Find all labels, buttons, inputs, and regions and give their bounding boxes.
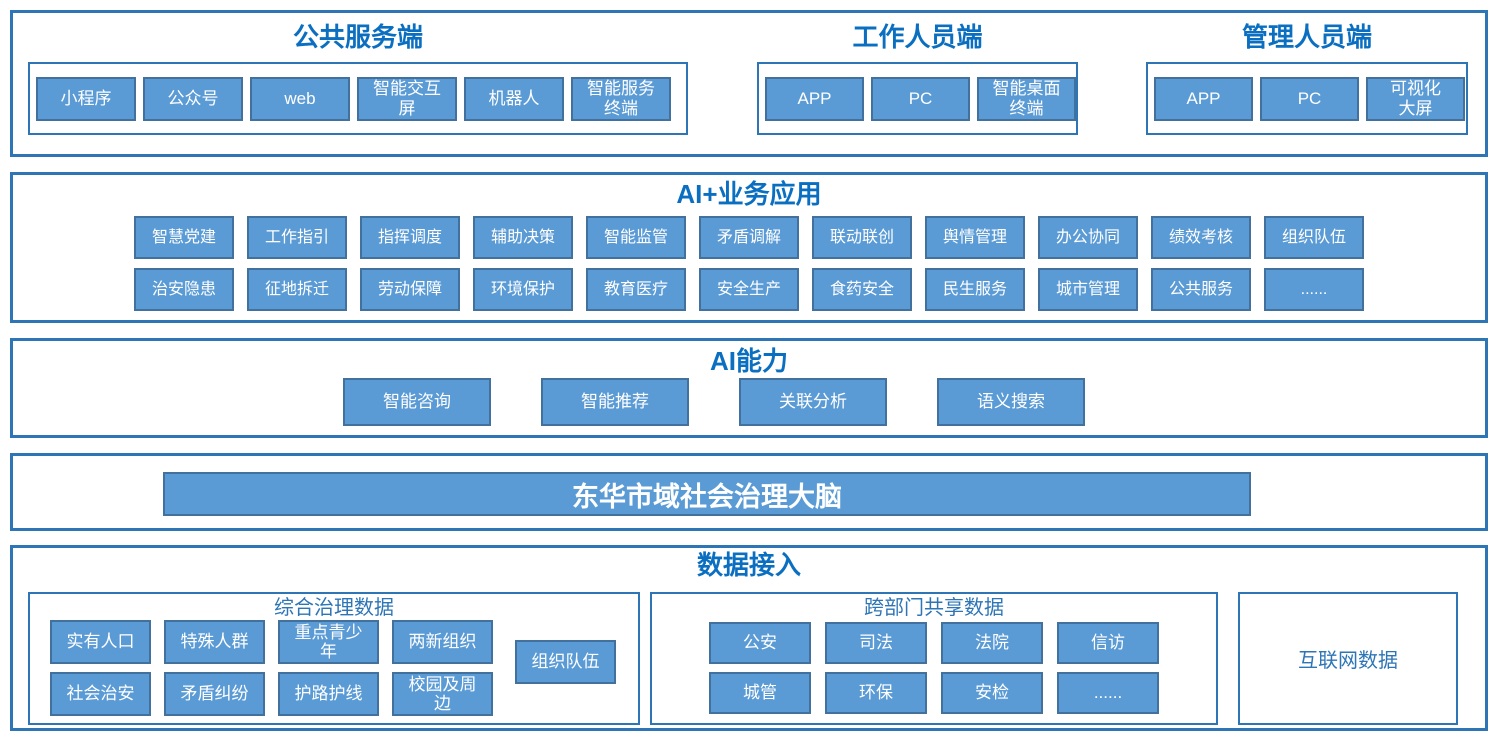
business-apps-row1: 智慧党建 工作指引 指挥调度 辅助决策 智能监管 矛盾调解 联动联创 舆情管理 … <box>13 216 1485 259</box>
public-service-title: 公共服务端 <box>292 22 423 52</box>
app-chip: ...... <box>1264 268 1364 311</box>
app-chip: 辅助决策 <box>473 216 573 259</box>
governance-data-row2: 社会治安 矛盾纠纷 护路护线 校园及周 边 <box>50 672 493 716</box>
data-chip: 信访 <box>1057 622 1159 664</box>
business-apps-band: AI+业务应用 智慧党建 工作指引 指挥调度 辅助决策 智能监管 矛盾调解 联动… <box>10 172 1488 323</box>
app-chip: 民生服务 <box>925 268 1025 311</box>
internet-data-group: 互联网数据 <box>1238 592 1458 725</box>
app-chip: 办公协同 <box>1038 216 1138 259</box>
data-chip: 环保 <box>825 672 927 714</box>
data-chip: 校园及周 边 <box>392 672 493 716</box>
data-chip: 两新组织 <box>392 620 493 664</box>
app-chip: 劳动保障 <box>360 268 460 311</box>
app-chip: 教育医疗 <box>586 268 686 311</box>
business-apps-title: AI+业务应用 <box>676 179 822 209</box>
governance-data-title: 综合治理数据 <box>274 597 394 619</box>
cross-dept-row2: 城管 环保 安检 ...... <box>652 672 1216 714</box>
internet-data-title: 互联网数据 <box>1298 650 1398 672</box>
terminal-chip: PC <box>1260 76 1359 121</box>
data-access-title: 数据接入 <box>696 550 801 580</box>
app-chip: 征地拆迁 <box>247 268 347 311</box>
app-chip: 智能监管 <box>586 216 686 259</box>
staff-title: 工作人员端 <box>852 22 983 52</box>
capability-chip: 语义搜索 <box>937 378 1085 426</box>
terminal-chip: PC <box>871 76 970 121</box>
data-chip: 城管 <box>709 672 811 714</box>
data-chip: 司法 <box>825 622 927 664</box>
data-chip: 公安 <box>709 622 811 664</box>
terminal-chip: web <box>250 76 350 121</box>
app-chip: 指挥调度 <box>360 216 460 259</box>
ai-capability-title: AI能力 <box>709 346 788 376</box>
app-chip: 环境保护 <box>473 268 573 311</box>
app-chip: 绩效考核 <box>1151 216 1251 259</box>
app-chip: 安全生产 <box>699 268 799 311</box>
app-chip: 舆情管理 <box>925 216 1025 259</box>
terminals-band: 公共服务端 小程序 公众号 web 智能交互 屏 机器人 智能服务 终端 工作人… <box>10 10 1488 157</box>
data-chip: 矛盾纠纷 <box>164 672 265 716</box>
data-chip: 重点青少 年 <box>278 620 379 664</box>
ai-capability-row: 智能咨询 智能推荐 关联分析 语义搜索 <box>13 378 1485 426</box>
app-chip: 组织队伍 <box>1264 216 1364 259</box>
app-chip: 城市管理 <box>1038 268 1138 311</box>
staff-section: 工作人员端 APP PC 智能桌面 终端 <box>757 22 1078 135</box>
ai-capability-band: AI能力 智能咨询 智能推荐 关联分析 语义搜索 <box>10 338 1488 438</box>
governance-data-group: 综合治理数据 实有人口 特殊人群 重点青少 年 两新组织 组织队伍 社会治安 矛… <box>28 592 640 725</box>
app-chip: 治安隐患 <box>134 268 234 311</box>
terminal-chip: 公众号 <box>143 76 243 121</box>
terminal-chip: APP <box>1154 76 1253 121</box>
public-service-box: 小程序 公众号 web 智能交互 屏 机器人 智能服务 终端 <box>28 62 688 135</box>
capability-chip: 关联分析 <box>739 378 887 426</box>
manager-box: APP PC 可视化 大屏 <box>1146 62 1468 135</box>
app-chip: 联动联创 <box>812 216 912 259</box>
governance-data-row1: 实有人口 特殊人群 重点青少 年 两新组织 <box>50 620 493 664</box>
app-chip: 公共服务 <box>1151 268 1251 311</box>
app-chip: 工作指引 <box>247 216 347 259</box>
terminal-chip: APP <box>765 76 864 121</box>
app-chip: 智慧党建 <box>134 216 234 259</box>
data-chip: ...... <box>1057 672 1159 714</box>
cross-dept-data-group: 跨部门共享数据 公安 司法 法院 信访 城管 环保 安检 ...... <box>650 592 1218 725</box>
brain-bar: 东华市域社会治理大脑 <box>163 472 1251 516</box>
data-chip: 社会治安 <box>50 672 151 716</box>
cross-dept-data-title: 跨部门共享数据 <box>864 597 1004 619</box>
terminal-chip: 机器人 <box>464 76 564 121</box>
manager-section: 管理人员端 APP PC 可视化 大屏 <box>1146 22 1468 135</box>
terminal-chip: 智能服务 终端 <box>571 76 671 121</box>
data-chip: 安检 <box>941 672 1043 714</box>
business-apps-row2: 治安隐患 征地拆迁 劳动保障 环境保护 教育医疗 安全生产 食药安全 民生服务 … <box>13 268 1485 311</box>
terminal-chip: 智能桌面 终端 <box>977 76 1076 121</box>
capability-chip: 智能推荐 <box>541 378 689 426</box>
data-chip: 特殊人群 <box>164 620 265 664</box>
data-chip: 实有人口 <box>50 620 151 664</box>
public-service-section: 公共服务端 小程序 公众号 web 智能交互 屏 机器人 智能服务 终端 <box>28 22 688 135</box>
data-chip: 护路护线 <box>278 672 379 716</box>
cross-dept-row1: 公安 司法 法院 信访 <box>652 622 1216 664</box>
app-chip: 矛盾调解 <box>699 216 799 259</box>
terminal-chip: 可视化 大屏 <box>1366 76 1465 121</box>
staff-box: APP PC 智能桌面 终端 <box>757 62 1078 135</box>
manager-title: 管理人员端 <box>1241 22 1372 52</box>
app-chip: 食药安全 <box>812 268 912 311</box>
capability-chip: 智能咨询 <box>343 378 491 426</box>
data-chip: 组织队伍 <box>515 640 616 684</box>
data-access-band: 数据接入 综合治理数据 实有人口 特殊人群 重点青少 年 两新组织 组织队伍 社… <box>10 545 1488 731</box>
brain-band: 东华市域社会治理大脑 <box>10 453 1488 531</box>
terminal-chip: 小程序 <box>36 76 136 121</box>
terminal-chip: 智能交互 屏 <box>357 76 457 121</box>
data-chip: 法院 <box>941 622 1043 664</box>
